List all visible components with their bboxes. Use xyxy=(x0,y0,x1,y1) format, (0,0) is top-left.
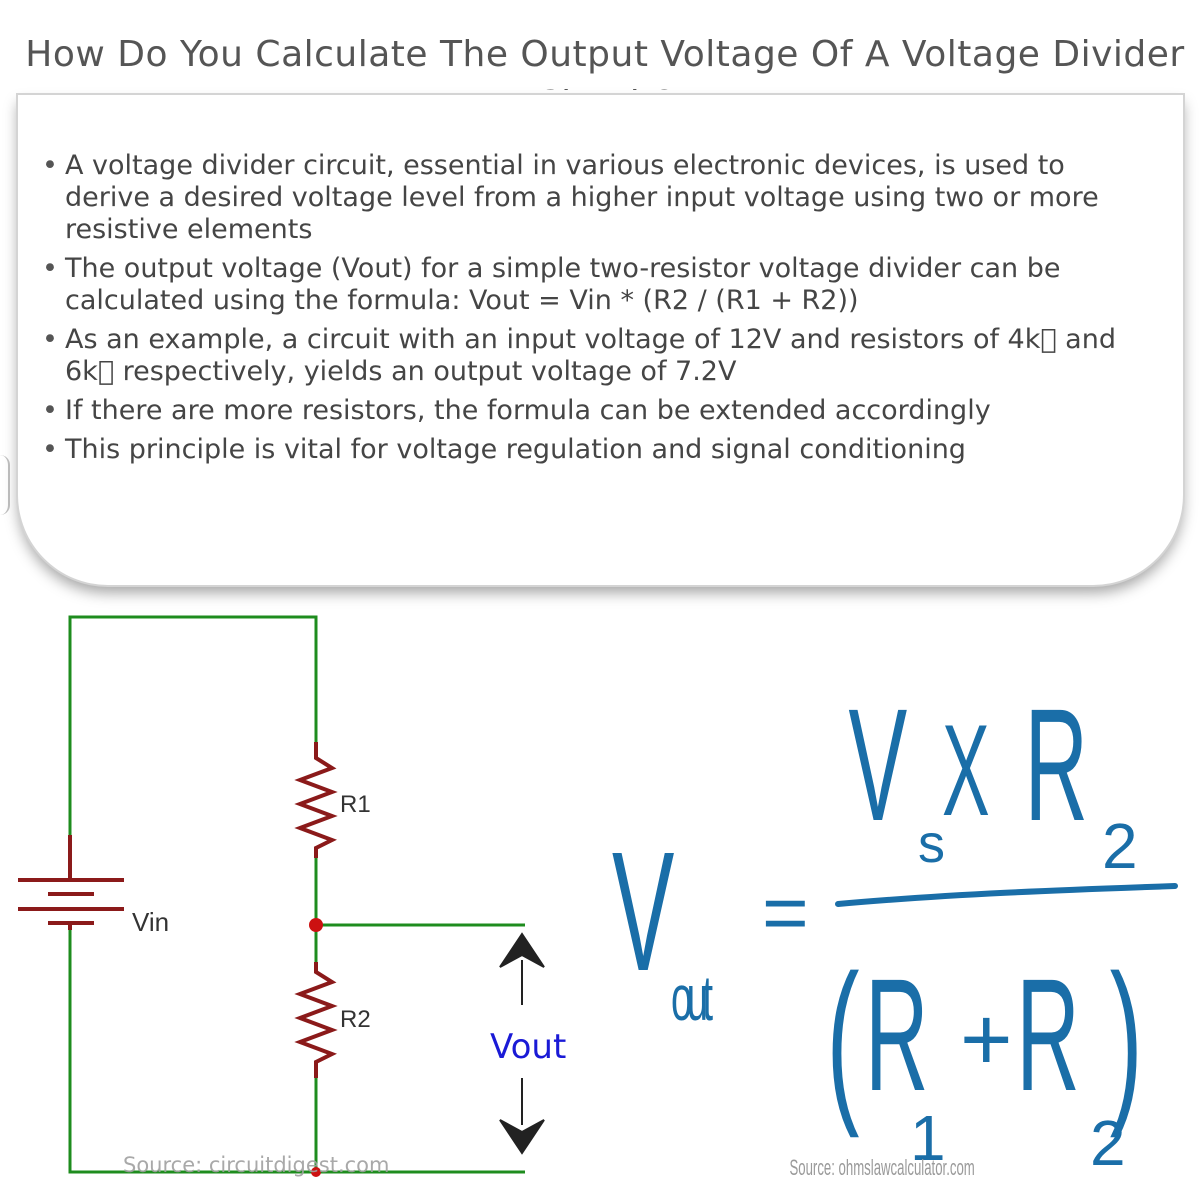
vout-arrow-up-head xyxy=(499,932,545,968)
bullet-item: A voltage divider circuit, essential in … xyxy=(42,150,1152,246)
junction-dot-bottom xyxy=(311,1167,321,1177)
vout-label: Vout xyxy=(490,1027,566,1067)
bullet-list: A voltage divider circuit, essential in … xyxy=(42,150,1152,473)
junction-dot xyxy=(309,918,323,932)
left-edge-decoration xyxy=(0,455,10,515)
formula-num-r: R xyxy=(1025,676,1089,854)
formula-vout-v: V xyxy=(612,818,674,1008)
vout-arrow-down-head xyxy=(499,1119,545,1155)
resistor-r2 xyxy=(294,962,338,1078)
bullet-item: This principle is vital for voltage regu… xyxy=(42,434,1152,466)
formula-equals: = xyxy=(762,868,809,957)
circuit-wires xyxy=(68,615,525,1174)
wire-top xyxy=(68,615,318,835)
formula-den-close: ) xyxy=(1110,936,1143,1138)
formula-den-r1: R xyxy=(865,946,929,1124)
wire-left-bottom xyxy=(68,927,525,1174)
formula-den-r1-sub: 1 xyxy=(910,1102,946,1174)
fraction-bar xyxy=(835,883,1178,907)
vin-label: Vin xyxy=(132,907,169,937)
formula-num-x: X xyxy=(942,699,990,844)
r1-label: R1 xyxy=(340,791,371,818)
formula-den-r2-sub: 2 xyxy=(1090,1107,1126,1179)
formula-den-r2: R xyxy=(1016,946,1080,1124)
circuit-source: Source: circuitdigest.com xyxy=(123,1153,389,1177)
bullet-item: If there are more resistors, the formula… xyxy=(42,395,1152,427)
formula-vout-sub: out xyxy=(671,963,713,1035)
formula-num-r-sub: 2 xyxy=(1102,810,1138,882)
formula-den-open: ( xyxy=(827,936,860,1138)
r2-label: R2 xyxy=(340,1006,371,1033)
formula-num-v: V xyxy=(849,676,908,854)
voltage-divider-circuit: R1 R2 Vin Vout Source: circuitdigest.com xyxy=(18,615,566,1177)
resistor-r1 xyxy=(294,742,338,858)
formula-source: Source: ohmslawcalculator.com xyxy=(790,1156,975,1181)
circuit-components xyxy=(18,742,338,1078)
formula-den-plus: + xyxy=(960,990,1013,1090)
bullet-item: The output voltage (Vout) for a simple t… xyxy=(42,253,1152,317)
vout-arrows xyxy=(499,932,545,1155)
formula-num-v-sub: s xyxy=(918,814,945,874)
voltage-divider-formula: V out = V s X R 2 ( R 1 + R 2 ) Source: … xyxy=(612,676,1178,1181)
bullet-item: As an example, a circuit with an input v… xyxy=(42,324,1152,388)
